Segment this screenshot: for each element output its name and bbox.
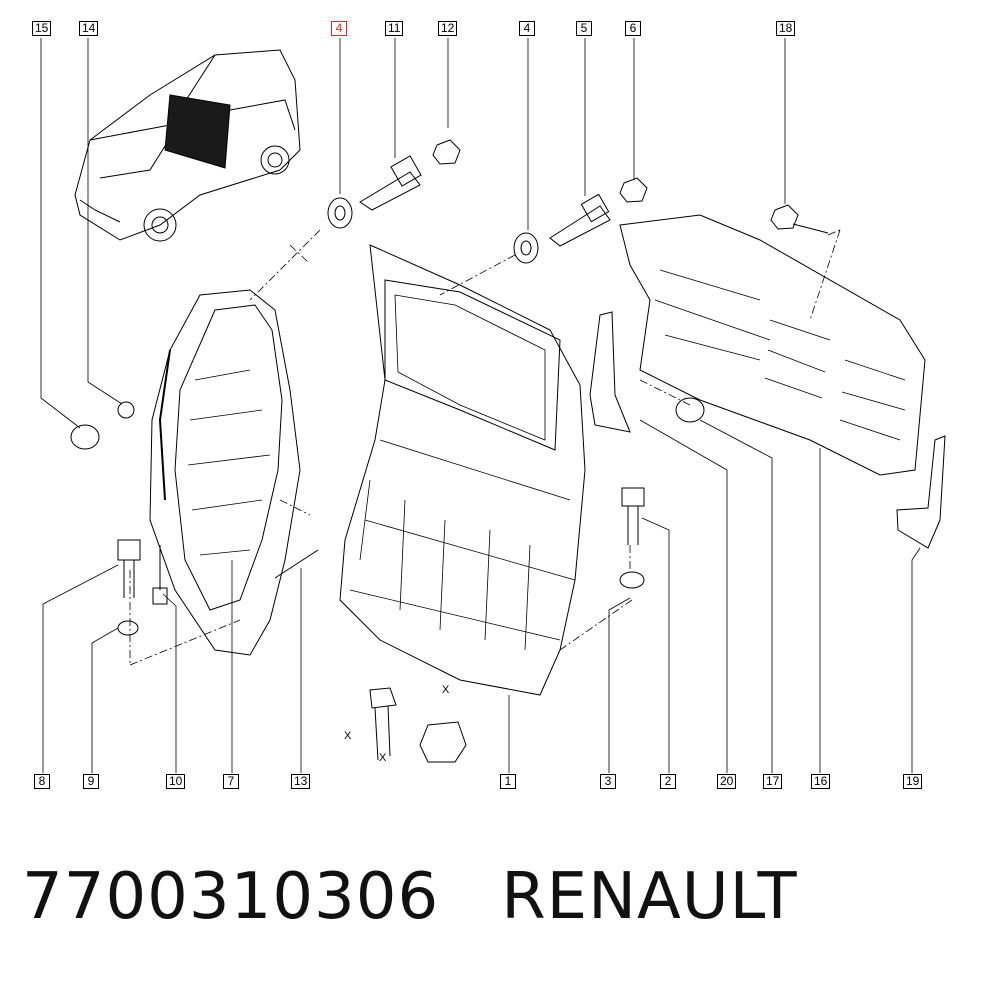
callout-19: 19 xyxy=(903,774,923,789)
assembly-lines xyxy=(129,229,841,666)
callout-17: 17 xyxy=(763,774,783,789)
footer-caption: 7700310306 RENAULT xyxy=(22,860,798,934)
detail-bolt xyxy=(369,687,397,761)
callout-7: 7 xyxy=(223,774,239,789)
callout-9: 9 xyxy=(83,774,99,789)
bolt-18 xyxy=(770,204,829,234)
callout-4-highlighted: 4 xyxy=(331,21,347,36)
callout-20: 20 xyxy=(717,774,737,789)
bracket-20 xyxy=(589,311,631,433)
dimension-x-mark: X xyxy=(442,684,450,696)
callout-8: 8 xyxy=(34,774,50,789)
part-number: 7700310306 xyxy=(22,860,440,934)
callout-18: 18 xyxy=(776,21,796,36)
grommet-4b xyxy=(513,232,539,264)
bolt-2 xyxy=(621,487,645,545)
bolt-8 xyxy=(117,539,141,598)
switch-5 xyxy=(549,193,611,247)
switch-11 xyxy=(359,155,422,211)
callout-15: 15 xyxy=(32,21,52,36)
left-side-panel xyxy=(149,289,301,656)
callout-4: 4 xyxy=(519,21,535,36)
washer-14 xyxy=(117,401,135,419)
callout-5: 5 xyxy=(576,21,592,36)
grommet-4a xyxy=(327,197,353,229)
callout-14: 14 xyxy=(79,21,99,36)
callout-12: 12 xyxy=(438,21,458,36)
washer-9 xyxy=(117,620,139,636)
cap-15 xyxy=(70,424,100,450)
callout-11: 11 xyxy=(385,21,404,36)
right-rear-panel xyxy=(619,214,926,476)
nut-6 xyxy=(619,177,648,203)
rivet-10 xyxy=(152,545,168,605)
brand-name: RENAULT xyxy=(501,860,798,934)
bracket-19 xyxy=(896,435,946,549)
callout-13: 13 xyxy=(291,774,311,789)
pin-13 xyxy=(274,549,319,579)
callout-10: 10 xyxy=(166,774,186,789)
clip-17 xyxy=(675,397,705,423)
callout-3: 3 xyxy=(600,774,616,789)
callout-2: 2 xyxy=(660,774,676,789)
dimension-x-mark: X xyxy=(379,752,387,764)
vehicle-icon xyxy=(74,49,301,242)
callout-6: 6 xyxy=(625,21,641,36)
detail-nut xyxy=(419,721,467,763)
dimension-x-mark: X xyxy=(344,730,352,742)
central-partition-panel xyxy=(339,244,586,696)
washer-3 xyxy=(619,571,645,589)
leader-lines xyxy=(40,38,921,773)
callout-1: 1 xyxy=(500,774,516,789)
callout-16: 16 xyxy=(811,774,831,789)
nut-12 xyxy=(432,139,461,165)
